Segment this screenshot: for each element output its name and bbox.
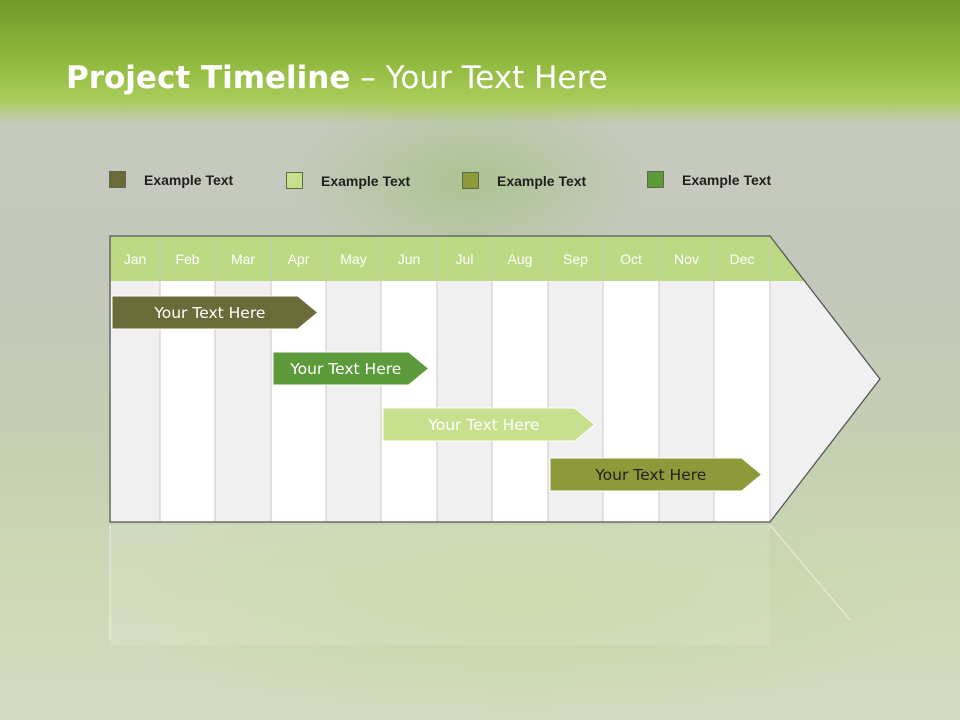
task-bar <box>111 295 319 330</box>
slide-title: Project Timeline – Your Text Here <box>66 60 608 96</box>
month-column <box>381 281 437 522</box>
task-label: Your Text Here <box>427 416 539 434</box>
month-label: Jan <box>124 251 147 267</box>
legend-item-2: Example Text <box>286 172 410 189</box>
month-label: Mar <box>231 251 255 267</box>
month-column <box>492 281 548 522</box>
task-label: Your Text Here <box>289 360 401 378</box>
legend-label-4: Example Text <box>682 171 772 188</box>
legend-swatch-1 <box>109 171 126 188</box>
task-label: Your Text Here <box>594 466 706 484</box>
task-bar <box>382 407 596 442</box>
legend-label-3: Example Text <box>497 172 587 189</box>
month-label: May <box>340 251 366 267</box>
month-column <box>437 281 492 522</box>
month-label: Aug <box>508 251 533 267</box>
task-label: Your Text Here <box>153 304 265 322</box>
month-label: Apr <box>288 251 310 267</box>
legend-item-3: Example Text <box>462 172 586 189</box>
title-rest: – Your Text Here <box>350 60 608 96</box>
legend-swatch-3 <box>462 172 479 189</box>
month-label: Jul <box>456 251 474 267</box>
reflection-panel <box>110 525 770 645</box>
legend-label-2: Example Text <box>321 172 411 189</box>
legend-item-4: Example Text <box>647 171 771 188</box>
legend-item-1: Example Text <box>109 171 233 188</box>
legend-swatch-2 <box>286 172 303 189</box>
month-column <box>326 281 381 522</box>
month-label: Feb <box>175 251 199 267</box>
reflection-line <box>109 524 851 640</box>
month-label: Jun <box>398 251 421 267</box>
month-label: Sep <box>563 251 588 267</box>
month-label: Dec <box>730 251 755 267</box>
title-band <box>0 0 960 125</box>
task-bar <box>272 351 430 386</box>
header-band <box>110 236 770 281</box>
legend-swatch-4 <box>647 171 664 188</box>
month-label: Nov <box>674 251 699 267</box>
task-bar <box>549 457 763 492</box>
title-bold: Project Timeline <box>66 60 351 96</box>
timeline-outline <box>109 235 881 523</box>
arrow-head-fill <box>770 236 880 522</box>
month-label: Oct <box>620 251 642 267</box>
legend-label-1: Example Text <box>144 171 234 188</box>
